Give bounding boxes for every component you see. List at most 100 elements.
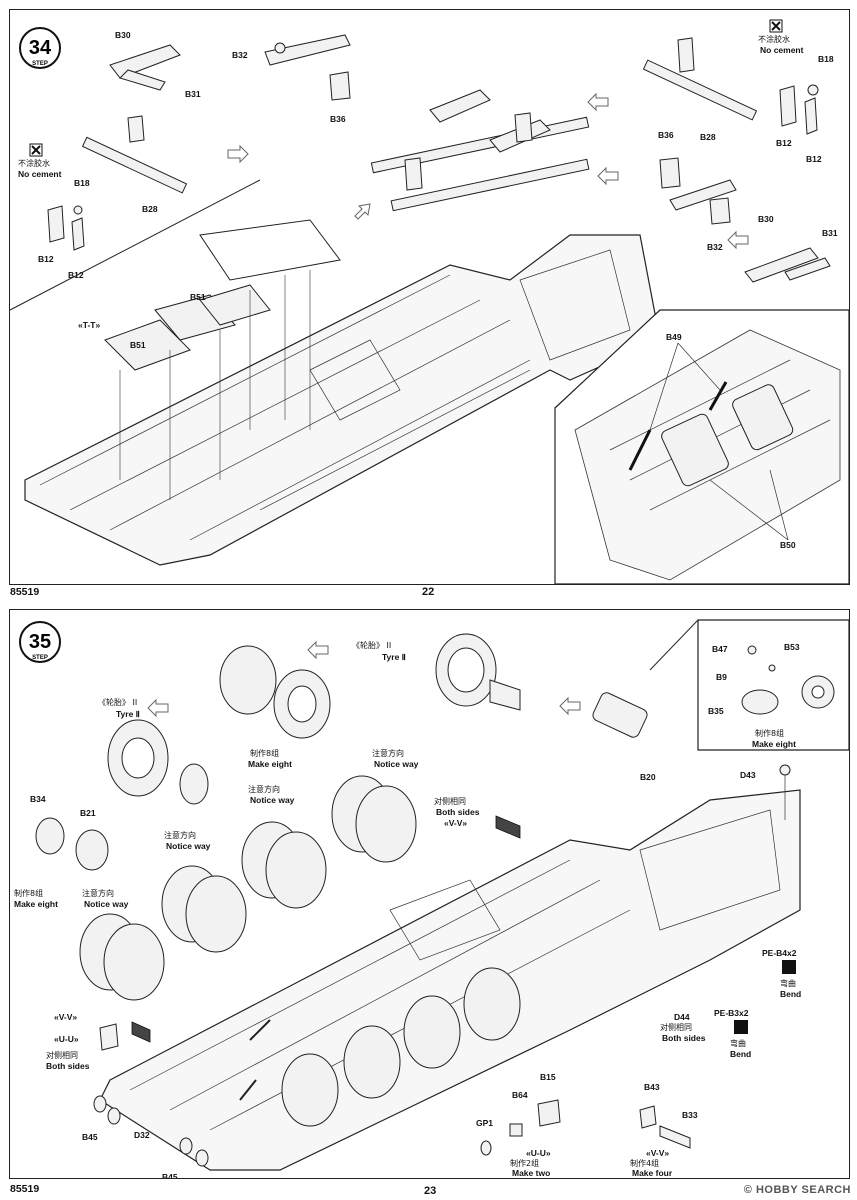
svg-text:B32: B32: [232, 50, 248, 60]
svg-text:B28: B28: [142, 204, 158, 214]
svg-text:对侧相同: 对侧相同: [660, 1022, 692, 1032]
svg-text:B28: B28: [700, 132, 716, 142]
wheel-pair-2: 注意方向 Notice way: [241, 784, 327, 909]
svg-text:B12: B12: [806, 154, 822, 164]
svg-text:B53: B53: [784, 642, 800, 652]
svg-text:B12: B12: [776, 138, 792, 148]
vv-part-top: 对侧相同 Both sides «V-V»: [434, 796, 521, 839]
svg-text:«V-V»: «V-V»: [646, 1148, 669, 1158]
svg-text:不涂胶水: 不涂胶水: [758, 34, 790, 44]
svg-text:Notice way: Notice way: [250, 795, 295, 805]
hub-b20: B20: [592, 692, 656, 782]
tyre-left: 《轮胎》 II Tyre Ⅱ: [98, 697, 209, 805]
svg-text:No cement: No cement: [18, 169, 62, 179]
svg-text:Tyre Ⅱ: Tyre Ⅱ: [382, 652, 406, 662]
svg-text:B18: B18: [74, 178, 90, 188]
svg-text:No cement: No cement: [760, 45, 804, 55]
svg-text:弯曲: 弯曲: [730, 1038, 746, 1048]
part-b28-left: B28: [81, 115, 188, 214]
svg-text:B45: B45: [162, 1172, 178, 1178]
wheel-pair-4: [79, 913, 165, 1001]
svg-text:B12: B12: [38, 254, 54, 264]
svg-text:B31: B31: [822, 228, 838, 238]
step-34-panel: 34 STEP B30 B31 B32 B36 B: [9, 9, 850, 585]
svg-text:B20: B20: [640, 772, 656, 782]
step-badge-34: 34 STEP: [19, 27, 61, 69]
product-code: 85519: [10, 1183, 40, 1195]
uu-vv-left: «V-V» «U-U» 对侧相同 Both sides B45 D32 B45: [46, 1012, 209, 1178]
svg-text:«T-T»: «T-T»: [78, 320, 100, 330]
wheel-pair-3: 注意方向 Notice way: [161, 830, 247, 953]
svg-text:Make eight: Make eight: [248, 759, 292, 769]
svg-text:B31: B31: [185, 89, 201, 99]
svg-text:B18: B18: [818, 54, 834, 64]
step-number: 35: [29, 631, 51, 653]
svg-text:D44: D44: [674, 1012, 690, 1022]
step-number: 34: [29, 37, 52, 59]
svg-text:B35: B35: [708, 706, 724, 716]
svg-text:Both sides: Both sides: [662, 1033, 706, 1043]
svg-text:对侧相同: 对侧相同: [434, 796, 466, 806]
tyre-pair-top-left: 制作8组 Make eight: [219, 645, 331, 769]
step-label: STEP: [32, 655, 48, 661]
svg-text:B47: B47: [712, 644, 728, 654]
svg-text:D43: D43: [740, 770, 756, 780]
page-23: 35 STEP B47 B53 B9 B35 制作8组 Make eight: [0, 600, 857, 1200]
part-b30-b31-left: B30 B31: [109, 30, 201, 99]
svg-text:Notice way: Notice way: [84, 899, 129, 909]
svg-text:B21: B21: [80, 808, 96, 818]
step-34-illustration: 34 STEP B30 B31 B32 B36 B: [10, 19, 849, 584]
inset-detail-34: B49 B50: [554, 309, 849, 584]
svg-text:B51: B51: [130, 340, 146, 350]
svg-text:对侧相同: 对侧相同: [46, 1050, 78, 1060]
trailer-chassis-34: B51 B51 «T-T»: [24, 219, 661, 566]
rim-b34-b21: B34 B21 制作8组 Make eight 注意方向 Notice way: [14, 794, 129, 909]
svg-text:制作8组: 制作8组: [250, 748, 279, 758]
svg-text:弯曲: 弯曲: [780, 978, 796, 988]
svg-text:D32: D32: [134, 1130, 150, 1140]
svg-text:Make eight: Make eight: [752, 739, 796, 749]
svg-text:Make two: Make two: [512, 1168, 550, 1178]
svg-text:«V-V»: «V-V»: [54, 1012, 77, 1022]
svg-text:《轮胎》 II: 《轮胎》 II: [352, 640, 391, 650]
svg-text:B30: B30: [758, 214, 774, 224]
svg-text:B15: B15: [540, 1072, 556, 1082]
svg-text:«V-V»: «V-V»: [444, 818, 467, 828]
part-b36-b32-right: B36 B32: [658, 130, 737, 252]
svg-text:B33: B33: [682, 1110, 698, 1120]
svg-text:B36: B36: [658, 130, 674, 140]
wheel-pair-1: 注意方向 Notice way: [331, 748, 419, 863]
step-label: STEP: [32, 61, 48, 67]
svg-text:«U-U»: «U-U»: [526, 1148, 551, 1158]
svg-text:B64: B64: [512, 1090, 528, 1100]
product-code: 85519: [10, 586, 40, 598]
svg-text:B43: B43: [644, 1082, 660, 1092]
svg-text:«U-U»: «U-U»: [54, 1034, 79, 1044]
svg-text:Both sides: Both sides: [436, 807, 480, 817]
step-35-illustration: 35 STEP B47 B53 B9 B35 制作8组 Make eight: [14, 619, 849, 1178]
svg-text:B50: B50: [780, 540, 796, 550]
tyre-top-center: 《轮胎》 II Tyre Ⅱ: [352, 633, 521, 711]
page-number: 23: [424, 1185, 437, 1197]
svg-text:B36: B36: [330, 114, 346, 124]
svg-text:注意方向: 注意方向: [248, 784, 280, 794]
svg-text:B34: B34: [30, 794, 46, 804]
svg-text:B30: B30: [115, 30, 131, 40]
svg-text:B51: B51: [190, 292, 206, 302]
d44-part: D44 对侧相同 Both sides: [660, 1012, 706, 1043]
svg-text:B32: B32: [707, 242, 723, 252]
svg-text:Notice way: Notice way: [374, 759, 419, 769]
svg-text:B45: B45: [82, 1132, 98, 1142]
svg-text:制作8组: 制作8组: [14, 888, 43, 898]
svg-text:Tyre Ⅱ: Tyre Ⅱ: [116, 709, 140, 719]
part-b30-b31-right: B30 B31: [744, 214, 838, 283]
svg-text:PE-B4x2: PE-B4x2: [762, 948, 797, 958]
svg-text:B49: B49: [666, 332, 682, 342]
trailer-chassis-35: D43: [99, 764, 801, 1171]
svg-text:B9: B9: [716, 672, 727, 682]
part-b28-right: B28: [642, 37, 758, 142]
center-subassembly: [370, 89, 590, 212]
svg-text:不涂胶水: 不涂胶水: [18, 158, 50, 168]
svg-text:制作2组: 制作2组: [510, 1158, 539, 1168]
svg-text:Both sides: Both sides: [46, 1061, 90, 1071]
